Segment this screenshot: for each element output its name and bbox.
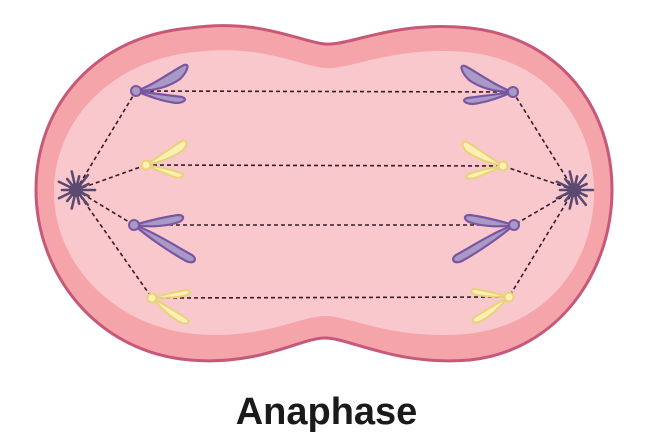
spindle-fiber bbox=[502, 165, 575, 191]
spindle-fiber bbox=[145, 164, 504, 167]
chromosome-icon bbox=[452, 213, 520, 264]
chromosome-icon bbox=[470, 288, 515, 324]
centrosome-right-icon bbox=[555, 170, 595, 210]
spindle-fiber bbox=[75, 189, 135, 226]
chromosome-icon bbox=[146, 289, 191, 325]
chromosome-icon bbox=[128, 213, 196, 264]
chromosome-icon bbox=[130, 63, 189, 105]
spindle-fiber bbox=[75, 90, 137, 191]
spindle-fiber bbox=[75, 164, 147, 191]
chromosome-icon bbox=[461, 140, 509, 180]
cell-cytoplasm bbox=[54, 50, 594, 335]
spindle-fibers bbox=[75, 90, 575, 299]
chromosome-icon bbox=[140, 139, 188, 179]
spindle-fiber bbox=[512, 91, 575, 191]
diagram-caption: Anaphase bbox=[235, 391, 418, 433]
spindle-fiber bbox=[151, 296, 510, 299]
spindle-fiber bbox=[513, 189, 575, 226]
centrosome-left-icon bbox=[57, 170, 97, 210]
chromosome-icon bbox=[460, 64, 519, 106]
spindle-fiber bbox=[75, 189, 153, 299]
